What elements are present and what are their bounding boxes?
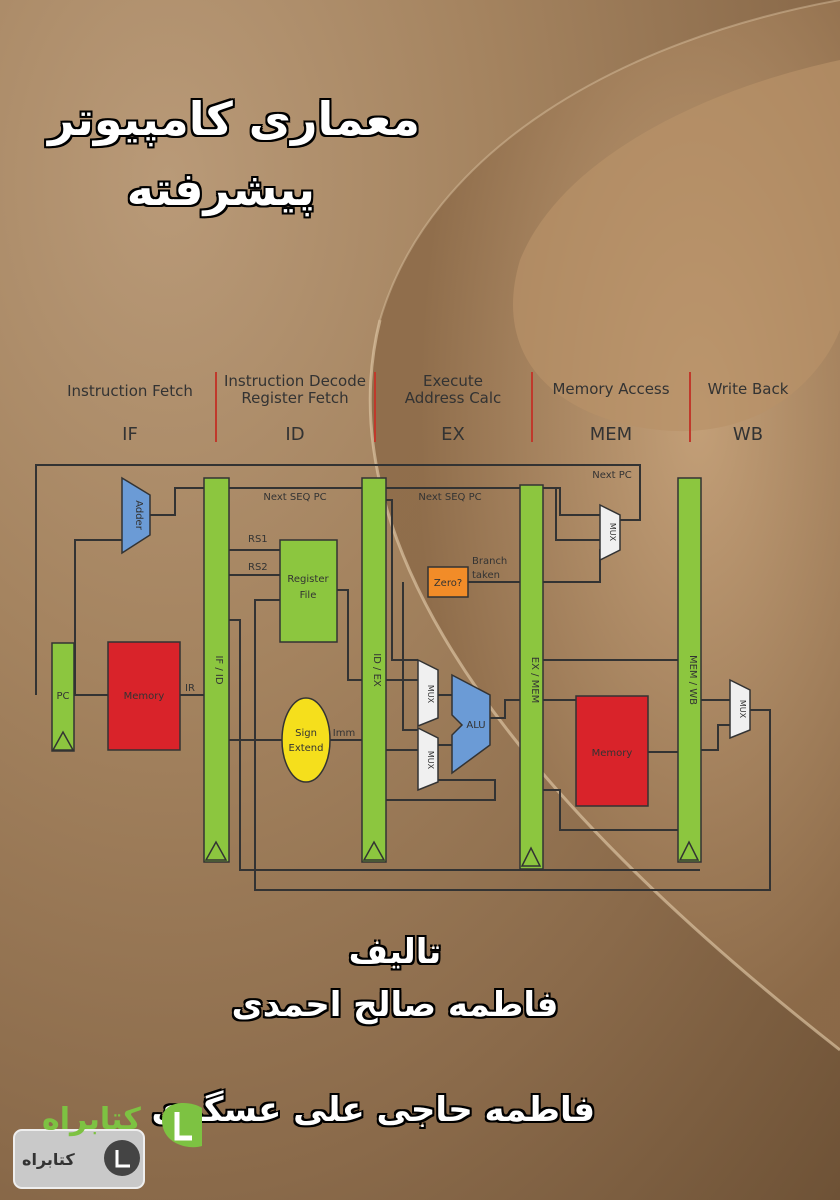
alu-label: ALU	[466, 720, 485, 731]
alu-mux-a	[417, 658, 439, 728]
book-title-line-1: معماری کامپیوتر	[48, 92, 420, 146]
ir-label: IR	[185, 683, 195, 694]
stage-id-name-line1: Instruction Decode	[224, 372, 366, 390]
mux-a-label: MUX	[426, 685, 435, 704]
branch-taken-label-line2: taken	[472, 570, 500, 581]
mem-wb-latch	[677, 477, 702, 863]
id-ex-latch	[361, 477, 387, 863]
pc-register	[51, 642, 75, 752]
rs1-label: RS1	[248, 534, 268, 545]
pc-mux	[599, 503, 621, 562]
sign-extend-label-line1: Sign	[295, 728, 317, 739]
adder-unit	[121, 476, 151, 555]
ex-mem-label: EX / MEM	[529, 657, 540, 703]
stage-ex-name-line1: Execute	[423, 372, 483, 390]
pc-label: PC	[56, 691, 69, 702]
adder-label: Adder	[133, 500, 144, 531]
stage-dividers	[215, 372, 691, 442]
register-file	[279, 539, 338, 643]
mux-wb-label: MUX	[738, 700, 747, 719]
register-file-label-line2: File	[300, 590, 317, 601]
rs2-label: RS2	[248, 562, 268, 573]
pipeline-diagram: Instruction Fetch Instruction Decode Reg…	[35, 372, 789, 891]
data-memory	[575, 695, 649, 807]
author-label: تالیف	[348, 932, 442, 972]
writeback-mux	[729, 678, 751, 740]
alu-mux-b	[417, 726, 439, 792]
next-seq-pc-2-label: Next SEQ PC	[418, 492, 481, 503]
if-id-latch	[203, 477, 230, 863]
stage-ex-name-line2: Address Calc	[405, 389, 502, 407]
zero-label: Zero?	[434, 578, 462, 589]
ketabrah-logo-icon	[13, 1103, 202, 1189]
stage-id-abbr: ID	[285, 424, 304, 445]
mem-wb-label: MEM / WB	[687, 655, 698, 705]
mux-pc-label: MUX	[608, 523, 617, 542]
stage-id-name-line2: Register Fetch	[241, 389, 348, 407]
stage-wb-abbr: WB	[733, 424, 763, 445]
id-ex-label: ID / EX	[371, 653, 382, 687]
stage-ex-abbr: EX	[441, 424, 465, 445]
stage-mem-abbr: MEM	[590, 424, 632, 445]
stage-if-name: Instruction Fetch	[67, 382, 193, 400]
imm-label: Imm	[333, 728, 355, 739]
wires	[35, 464, 771, 891]
pipeline-latches	[51, 477, 702, 870]
if-id-label: IF / ID	[213, 655, 224, 684]
stage-mem-name: Memory Access	[552, 380, 669, 398]
ex-mem-latch	[519, 484, 544, 870]
sign-extend-unit	[281, 697, 331, 783]
author-name-2: فاطمه حاجی علی عسگری	[151, 1090, 595, 1130]
logo-brand-text: کتابراه	[42, 1102, 141, 1137]
register-file-label-line1: Register	[287, 574, 329, 585]
mux-b-label: MUX	[426, 751, 435, 770]
logo-brand-small-text: کتابراه	[22, 1150, 75, 1169]
book-title-line-2: پیشرفته	[126, 162, 315, 216]
alu-unit	[451, 673, 491, 775]
instruction-memory	[107, 641, 181, 751]
stage-if-abbr: IF	[122, 424, 138, 445]
sign-extend-label-line2: Extend	[289, 743, 324, 754]
zero-test-unit	[427, 566, 469, 598]
stage-wb-name: Write Back	[708, 380, 789, 398]
publisher-logo: کتابراه کتابراه	[12, 1090, 212, 1190]
memory-1-label: Memory	[124, 691, 165, 702]
memory-2-label: Memory	[592, 748, 633, 759]
next-seq-pc-1-label: Next SEQ PC	[263, 492, 326, 503]
branch-taken-label-line1: Branch	[472, 556, 507, 567]
next-pc-label: Next PC	[592, 470, 632, 481]
author-name-1: فاطمه صالح احمدی	[231, 985, 559, 1025]
